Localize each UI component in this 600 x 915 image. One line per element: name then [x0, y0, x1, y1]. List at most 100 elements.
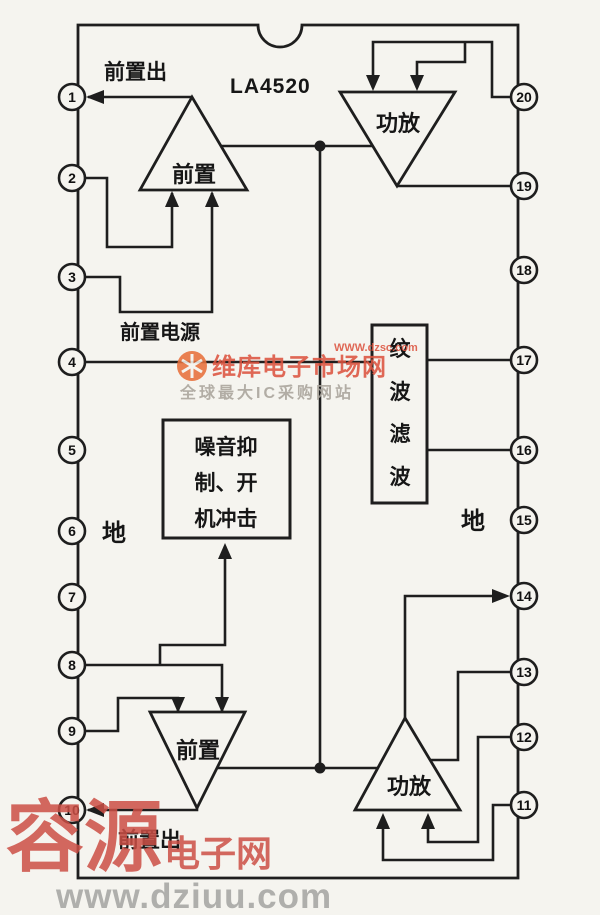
pin-11-circle — [509, 790, 539, 820]
pin-13-number: 13 — [516, 664, 532, 680]
pin-6-number: 6 — [68, 523, 76, 539]
arrow-pin1-out-icon — [86, 90, 104, 104]
preamp-top-block: 前置 — [137, 94, 250, 192]
pin-1-number: 1 — [68, 89, 76, 105]
pin-12-circle — [509, 722, 539, 752]
pin-15: 15 — [509, 505, 539, 535]
noise-line-3: 机冲击 — [195, 507, 258, 531]
pin-1-circle — [57, 82, 87, 112]
bottom-watermark: 容源 电子网 www.dziuu.com — [6, 793, 332, 915]
pin-8-circle — [57, 650, 87, 680]
pin-2-number: 2 — [68, 170, 76, 186]
pin-8-number: 8 — [68, 657, 76, 673]
ripple-filter-char-2: 波 — [390, 380, 412, 404]
ripple-filter-char-3: 滤 — [390, 423, 411, 446]
pin-20-number: 20 — [516, 89, 532, 105]
arrow-preamp-top-in2-icon — [205, 191, 219, 207]
pin-5: 5 — [57, 435, 87, 465]
preamp-bottom-block: 前置 — [147, 710, 248, 812]
preamp-bottom-label: 前置 — [176, 738, 220, 763]
preamp-top-triangle — [137, 94, 250, 192]
arrow-poweramp-bottom-in1-icon — [421, 813, 435, 829]
poweramp-bottom-triangle — [352, 715, 463, 812]
ripple-filter-char-1: 纹 — [390, 337, 412, 361]
pin-19: 19 — [509, 171, 539, 201]
watermark-logo-petals-icon — [181, 354, 203, 378]
pin-2-circle — [57, 163, 87, 193]
wire-pin12-input — [426, 735, 511, 844]
pin-13: 13 — [509, 657, 539, 687]
wire-pin9-input — [85, 696, 180, 733]
arrow-poweramp-top-in2-icon — [410, 75, 424, 91]
label-preamp-power: 前置电源 — [120, 320, 200, 344]
label-ground-right: 地 — [461, 508, 485, 535]
pin-4: 4 — [57, 347, 87, 377]
pin-6-circle — [57, 516, 87, 546]
arrow-pin14-out-icon — [492, 589, 510, 603]
wire-pin2-input — [85, 176, 174, 249]
poweramp-top-triangle — [337, 90, 458, 189]
pin-14: 14 — [509, 581, 539, 611]
pin-10-number: 10 — [64, 802, 80, 818]
wires — [85, 40, 511, 862]
pin-20-circle — [509, 82, 539, 112]
ripple-filter-block: 纹 波 滤 波 — [370, 323, 429, 505]
pin-16-circle — [509, 435, 539, 465]
arrow-poweramp-bottom-in2-icon — [376, 813, 390, 829]
label-preamp-out-bottom: 前置出 — [118, 828, 181, 852]
pin-7-circle — [57, 582, 87, 612]
pin-9-circle — [57, 716, 87, 746]
arrow-pin10-out-icon — [86, 803, 104, 817]
pin-16: 16 — [509, 435, 539, 465]
pin-3-circle — [57, 262, 87, 292]
preamp-bottom-triangle — [147, 710, 248, 812]
junction-dot-top — [314, 140, 326, 152]
pin-4-circle — [57, 347, 87, 377]
pin-3: 3 — [57, 262, 87, 292]
label-ground-left: 地 — [102, 520, 126, 547]
watermark-slogan: 全球最大IC采购网站 — [179, 383, 354, 402]
pin-20: 20 — [509, 82, 539, 112]
watermark-brand-suffix: 电子网 — [164, 833, 272, 874]
ripple-filter-rect — [370, 323, 429, 505]
pin-14-number: 14 — [516, 588, 532, 604]
wire-noise-block-input — [158, 546, 227, 665]
pin-19-number: 19 — [516, 178, 532, 194]
watermark-site-url: WWW.dzsc.com — [334, 342, 418, 354]
pin-17: 17 — [509, 345, 539, 375]
wire-pin20-input — [371, 40, 511, 99]
pin-17-number: 17 — [516, 352, 532, 368]
pin-18-number: 18 — [516, 262, 532, 278]
pin-15-number: 15 — [516, 512, 532, 528]
pin-13-circle — [509, 657, 539, 687]
noise-suppression-block: 噪音抑 制、开 机冲击 — [161, 418, 292, 540]
pin-14-circle — [509, 581, 539, 611]
pin-12: 12 — [509, 722, 539, 752]
pin-10-circle — [57, 795, 87, 825]
watermark-bottom-url: www.dziuu.com — [55, 877, 332, 915]
pin-17-circle — [509, 345, 539, 375]
wire-poweramp-bottom-out-pin14 — [403, 594, 504, 718]
arrow-preamp-bottom-in1-icon — [171, 697, 185, 713]
pins-right: 20 19 18 17 16 15 14 13 12 11 — [509, 82, 539, 820]
wire-pin3-input — [85, 193, 214, 314]
pin-19-circle — [509, 171, 539, 201]
watermark-brand: 容源 — [6, 793, 162, 881]
wire-pin8-preamp-bottom — [85, 663, 224, 712]
label-preamp-out-top: 前置出 — [104, 60, 167, 84]
arrow-preamp-bottom-in2-icon — [215, 697, 229, 713]
arrowheads — [86, 75, 510, 829]
wire-pin13-feedback — [430, 670, 511, 762]
junction-dot-bottom — [314, 762, 326, 774]
pin-16-number: 16 — [516, 442, 532, 458]
pin-6: 6 — [57, 516, 87, 546]
noise-suppression-rect — [161, 418, 292, 540]
pin-18: 18 — [509, 255, 539, 285]
noise-line-1: 噪音抑 — [195, 435, 258, 459]
pin-18-circle — [509, 255, 539, 285]
pin-7-number: 7 — [68, 589, 76, 605]
pin-5-number: 5 — [68, 442, 76, 458]
pin-9-number: 9 — [68, 723, 76, 739]
wire-pin11-input — [381, 803, 511, 862]
